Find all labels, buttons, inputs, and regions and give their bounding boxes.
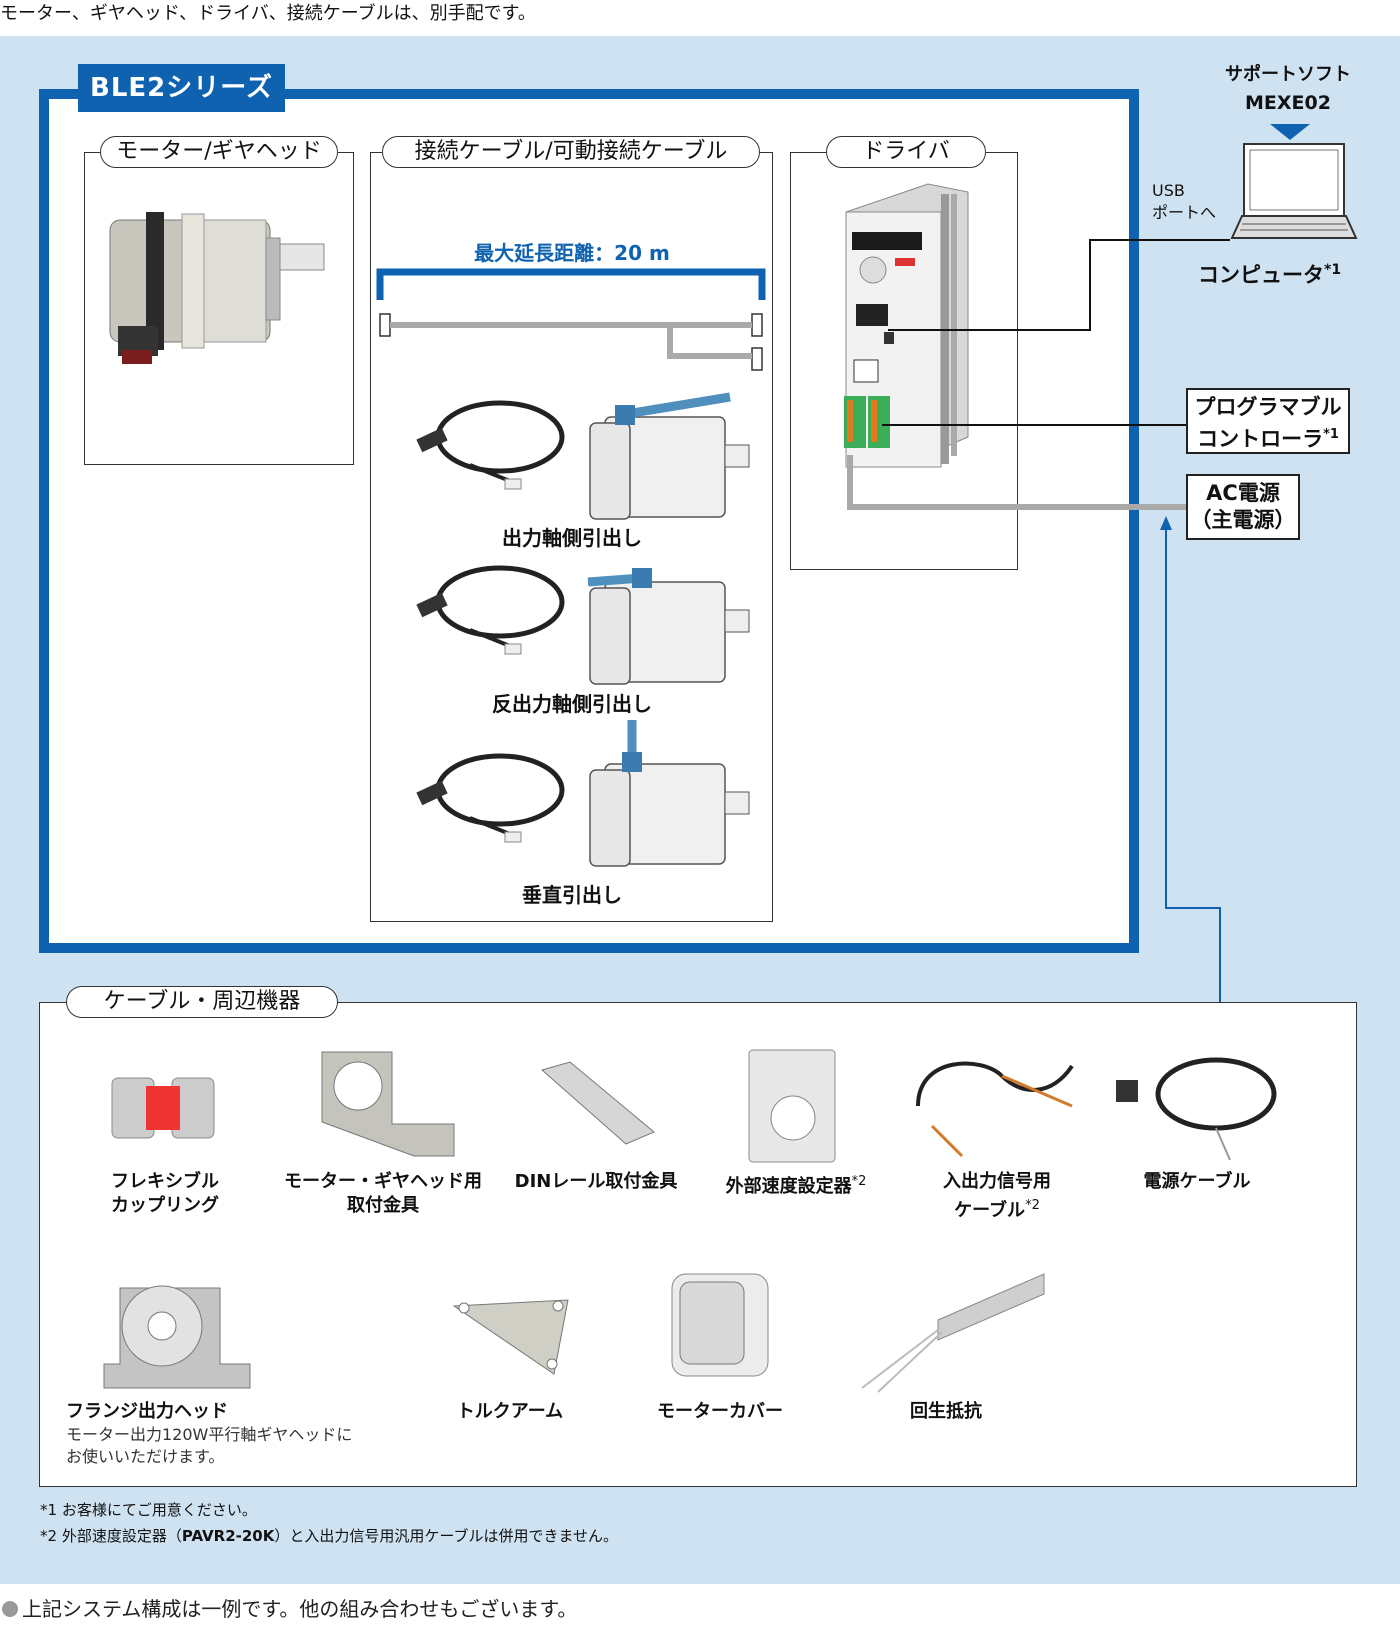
- download-arrow-icon: [1270, 124, 1310, 140]
- max-length-label: 最大延長距離：20 m: [474, 241, 670, 265]
- top-note: モーター、ギヤヘッド、ドライバ、接続ケーブルは、別手配です。: [0, 3, 536, 24]
- usb-label: USB ポートへ: [1152, 180, 1216, 224]
- plc-line2: コントローラ: [1197, 427, 1324, 451]
- peripheral-row2-label-4: 回生抵抗: [910, 1401, 982, 1422]
- peripheral-label-2-line1: モーター・ギヤヘッド用: [284, 1171, 482, 1192]
- peripheral-label-1: フレキシブル カップリング: [80, 1170, 250, 1218]
- footnote-2-mark: *2: [40, 1527, 58, 1545]
- footnote-2-text-a: 外部速度設定器（: [61, 1527, 182, 1545]
- computer-label: コンピュータ*1: [1198, 259, 1341, 289]
- peripheral-label-5-mark: *2: [1025, 1198, 1040, 1213]
- peripherals-title: ケーブル・周辺機器: [66, 986, 338, 1018]
- series-title: BLE2シリーズ: [78, 64, 285, 112]
- plc-box: プログラマブル コントローラ*1: [1186, 388, 1350, 454]
- cable-variant-3-image: [416, 720, 750, 867]
- cable-variant-2-image: [416, 565, 750, 685]
- bullet-icon: [2, 1601, 18, 1617]
- cable-variant-2-label: 反出力軸側引出し: [492, 692, 652, 716]
- cable-variant-3-label: 垂直引出し: [522, 883, 622, 907]
- peripheral-label-5-line1: 入出力信号用: [943, 1171, 1051, 1192]
- ac-power-box: AC電源 （主電源）: [1186, 474, 1300, 540]
- support-software-label: サポートソフト: [1225, 64, 1351, 85]
- plc-line2-wrap: コントローラ*1: [1188, 421, 1348, 453]
- ac-power-line1: AC電源: [1206, 481, 1280, 505]
- footnote-2-text-c: ）と入出力信号用汎用ケーブルは併用できません。: [274, 1527, 619, 1545]
- peripheral-row2-label-1-desc1: モーター出力120W平行軸ギヤヘッドに: [66, 1425, 353, 1444]
- peripheral-label-5-line2: ケーブル: [954, 1200, 1026, 1221]
- bottom-note-text: 上記システム構成は一例です。他の組み合わせもございます。: [22, 1597, 578, 1621]
- peripheral-label-4: 外部速度設定器*2: [706, 1170, 886, 1199]
- peripheral-label-1-line1: フレキシブル: [111, 1171, 219, 1192]
- regenerative-resistor-image: [861, 1273, 1045, 1393]
- cable-variant-1-label: 出力軸側引出し: [502, 526, 642, 550]
- footnote-2-model: PAVR2-20K: [181, 1527, 275, 1545]
- support-software-name: MEXE02: [1245, 92, 1331, 114]
- laptop-icon: [1230, 143, 1358, 239]
- motor-gearhead-image: [109, 212, 325, 364]
- peripheral-row2-label-1-title: フランジ出力ヘッド: [66, 1401, 228, 1422]
- peripheral-row2-label-1-desc2: お使いいただけます。: [66, 1447, 225, 1466]
- cable-variant-1-image: [416, 392, 750, 520]
- connection-lines: [847, 239, 1230, 1042]
- bottom-note: 上記システム構成は一例です。他の組み合わせもございます。: [2, 1596, 577, 1622]
- peripheral-row2-label-3: モーターカバー: [657, 1401, 783, 1422]
- driver-section-title: ドライバ: [826, 136, 986, 168]
- footnote-1-mark: *1: [40, 1501, 58, 1519]
- usb-label-line1: USB: [1152, 181, 1185, 200]
- ac-power-line2: （主電源）: [1190, 508, 1296, 532]
- peripheral-row2-label-2: トルクアーム: [456, 1401, 564, 1422]
- peripheral-label-2: モーター・ギヤヘッド用 取付金具: [268, 1170, 498, 1218]
- usb-label-line2: ポートへ: [1152, 203, 1217, 222]
- footnote-2: *2 外部速度設定器（PAVR2-20K）と入出力信号用汎用ケーブルは併用できま…: [40, 1526, 618, 1546]
- flange-output-head-image: [103, 1285, 251, 1389]
- computer-label-text: コンピュータ: [1198, 263, 1324, 287]
- cable-length-diagram: [376, 268, 766, 371]
- peripheral-label-3: DINレール取付金具: [506, 1170, 686, 1194]
- io-signal-cable-image: [916, 1061, 1074, 1158]
- plc-mark: *1: [1323, 427, 1339, 442]
- cable-section-title: 接続ケーブル/可動接続ケーブル: [382, 136, 760, 168]
- plc-line1: プログラマブル: [1194, 395, 1342, 419]
- peripheral-label-2-line2: 取付金具: [347, 1195, 419, 1216]
- footnote-1-text: お客様にてご用意ください。: [61, 1501, 257, 1519]
- peripheral-label-5-line2-wrap: ケーブル*2: [912, 1194, 1082, 1223]
- peripheral-label-1-line2: カップリング: [111, 1195, 219, 1216]
- peripheral-label-4-line1: 外部速度設定器: [725, 1176, 852, 1197]
- footnote-1: *1 お客様にてご用意ください。: [40, 1500, 257, 1520]
- peripheral-label-4-mark: *2: [851, 1174, 867, 1189]
- power-cable-image: [1116, 1057, 1277, 1161]
- torque-arm-image: [452, 1299, 569, 1375]
- mounting-bracket-image: [321, 1051, 455, 1157]
- peripheral-label-3-line1: DINレール取付金具: [514, 1171, 678, 1192]
- computer-label-mark: *1: [1324, 262, 1342, 278]
- motor-cover-image: [671, 1273, 769, 1377]
- flexible-coupling-image: [111, 1077, 215, 1139]
- peripheral-label-6-line1: 電源ケーブル: [1143, 1171, 1251, 1192]
- peripheral-label-5: 入出力信号用 ケーブル*2: [912, 1170, 1082, 1223]
- din-rail-bracket-image: [540, 1061, 655, 1145]
- motor-section-title: モーター/ギヤヘッド: [100, 136, 338, 168]
- speed-setter-image: [748, 1049, 836, 1163]
- peripheral-row2-label-1: フランジ出力ヘッド モーター出力120W平行軸ギヤヘッドに お使いいただけます。: [66, 1400, 406, 1468]
- peripheral-label-6: 電源ケーブル: [1112, 1170, 1282, 1194]
